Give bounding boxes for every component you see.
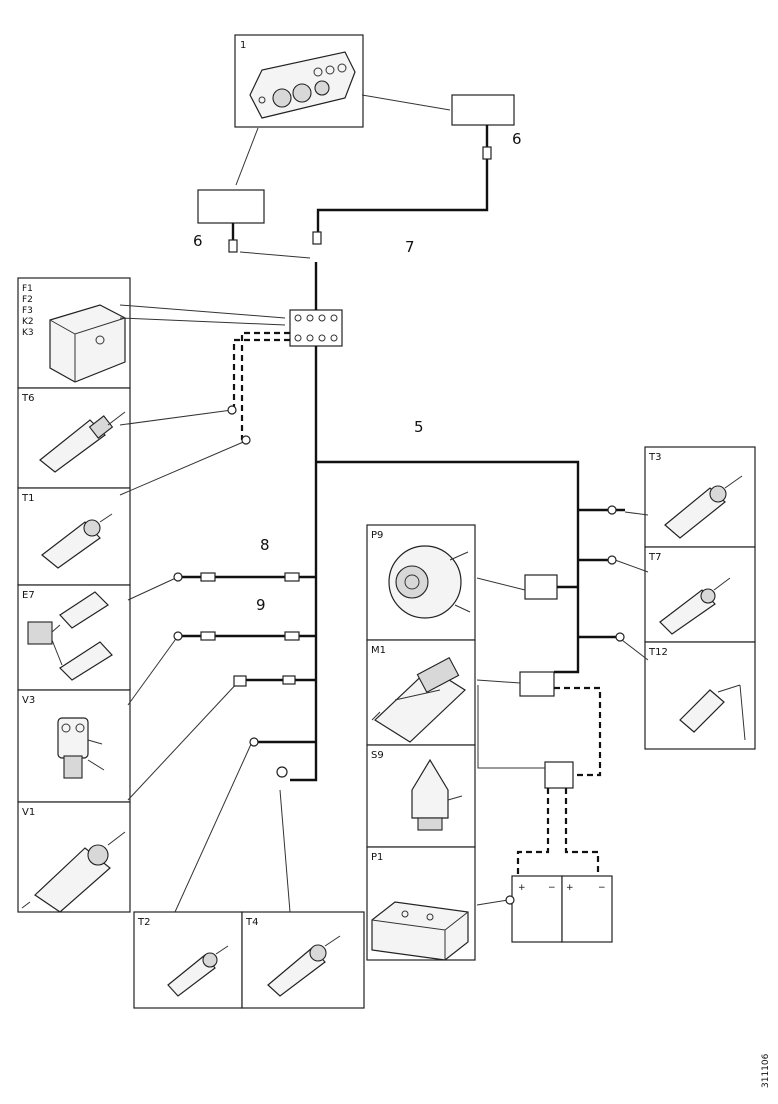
wire-number-6-right: 6 [512,130,522,148]
drawing-code: 311106 [761,1053,771,1088]
m1-starter-icon [371,656,466,743]
t12-sensor-icon [679,684,746,741]
t1-sensor-icon [41,513,113,569]
s9-label: S9 [371,750,384,761]
t12-panel: T12 [644,641,756,750]
relay-box-panel: F1 F2 F3 K2 K3 [17,277,131,389]
t4-label: T4 [245,917,258,928]
p1-label: P1 [371,852,383,863]
central-junction-block [289,309,343,347]
v3-valve-icon [57,717,105,779]
leader-lines [119,94,649,913]
t6-label: T6 [21,393,34,404]
t6-sensor-icon [39,411,126,473]
t3-panel: T3 [644,446,756,548]
instrument-panel-icon [249,51,356,119]
wire-number-9: 9 [256,596,266,614]
p9-connector-block [524,574,558,600]
p9-panel: P9 [366,524,476,641]
t12-label: T12 [648,647,668,658]
v3-panel: V3 [17,689,131,803]
t3-label: T3 [648,452,661,463]
svg-text:+: + [518,883,526,893]
instrument-panel-box: 1 [234,34,364,128]
t7-label: T7 [648,552,661,563]
svg-text:−: − [548,883,556,893]
t1-panel: T1 [17,487,131,586]
relay-label-k3: K3 [22,328,34,338]
m1-panel: M1 [366,639,476,746]
instrument-panel-label: 1 [240,40,246,51]
wire-number-8: 8 [260,536,270,554]
wire-number-6-left: 6 [193,232,203,250]
v1-valve-icon [21,831,126,913]
m1-connector-block [519,671,555,697]
t4-sensor-icon [267,935,341,997]
v3-label: V3 [22,695,35,706]
control-unit-top-right [451,94,515,126]
p1-panel: P1 [366,846,476,961]
t7-sensor-icon [659,577,731,635]
t3-sensor-icon [664,475,743,539]
relay-label-f1: F1 [22,284,33,294]
relay-label-f3: F3 [22,306,33,316]
wire-number-7: 7 [405,238,415,256]
p1-battery-icon [371,901,469,961]
control-unit-top-left [197,189,265,224]
e7-label: E7 [22,590,35,601]
v1-label: V1 [22,807,35,818]
wire-connectors [173,146,625,905]
s9-switch-icon [411,758,463,831]
p9-label: P9 [371,530,383,541]
t6-panel: T6 [17,387,131,489]
m1-label: M1 [371,645,386,656]
t4-panel: T4 [241,911,365,1009]
t2-panel: T2 [133,911,243,1009]
t2-label: T2 [137,917,150,928]
battery-pair: + − + − [511,875,613,943]
wire-number-5: 5 [414,418,424,436]
p9-alternator-icon [388,545,471,619]
svg-text:−: − [598,883,606,893]
harness-wires [178,125,625,876]
t1-label: T1 [21,493,34,504]
svg-text:+: + [566,883,574,893]
s9-connector-block [544,761,574,789]
v1-panel: V1 [17,801,131,913]
t2-sensor-icon [167,945,229,997]
t7-panel: T7 [644,546,756,643]
relay-label-k2: K2 [22,317,34,327]
relay-label-f2: F2 [22,295,33,305]
s9-panel: S9 [366,744,476,848]
e7-injector-icon [27,591,113,681]
e7-panel: E7 [17,584,131,691]
